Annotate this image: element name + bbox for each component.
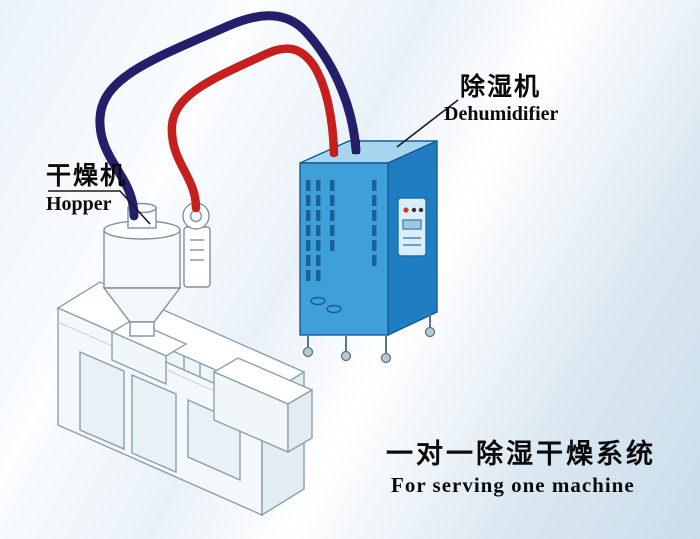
indicator-light-red bbox=[403, 207, 409, 213]
indicator-light bbox=[411, 207, 417, 213]
hopper-neck bbox=[129, 321, 155, 337]
vent-grid bbox=[306, 180, 377, 281]
panel-display bbox=[402, 219, 422, 230]
extruder-door-panel bbox=[131, 373, 177, 474]
caption-cn: 一对一除湿干燥系统 bbox=[386, 439, 656, 469]
indicator-light bbox=[418, 207, 424, 213]
caption-en: For serving one machine bbox=[391, 473, 635, 497]
louver-vent bbox=[326, 304, 342, 314]
leader-line-dryer bbox=[48, 190, 151, 225]
dryer-unit-body bbox=[183, 226, 211, 288]
caster-wheel bbox=[302, 346, 314, 358]
caster-wheel bbox=[340, 350, 352, 362]
dehumidifier-cabinet bbox=[299, 139, 438, 364]
label-dehumidifier-en: Dehumidifier bbox=[444, 103, 559, 125]
caster-wheel bbox=[424, 326, 436, 338]
leader-line-dehumidifier bbox=[396, 99, 459, 148]
caster-wheels bbox=[302, 314, 436, 364]
gearbox-end-face bbox=[287, 388, 313, 454]
control-panel bbox=[397, 197, 427, 257]
extruder-machine bbox=[56, 281, 314, 517]
caster-wheel bbox=[380, 352, 392, 364]
pipe-supply-red bbox=[167, 44, 339, 213]
louver-vent bbox=[310, 296, 326, 306]
label-dryer-cn: 干燥机 bbox=[46, 162, 128, 190]
hopper-mount-front bbox=[111, 330, 167, 386]
pipe-return-blue bbox=[95, 11, 361, 221]
label-dryer-en: Hopper bbox=[46, 193, 112, 215]
extruder-door-panel bbox=[79, 350, 125, 451]
label-dehumidifier-cn: 除湿机 bbox=[460, 73, 542, 101]
